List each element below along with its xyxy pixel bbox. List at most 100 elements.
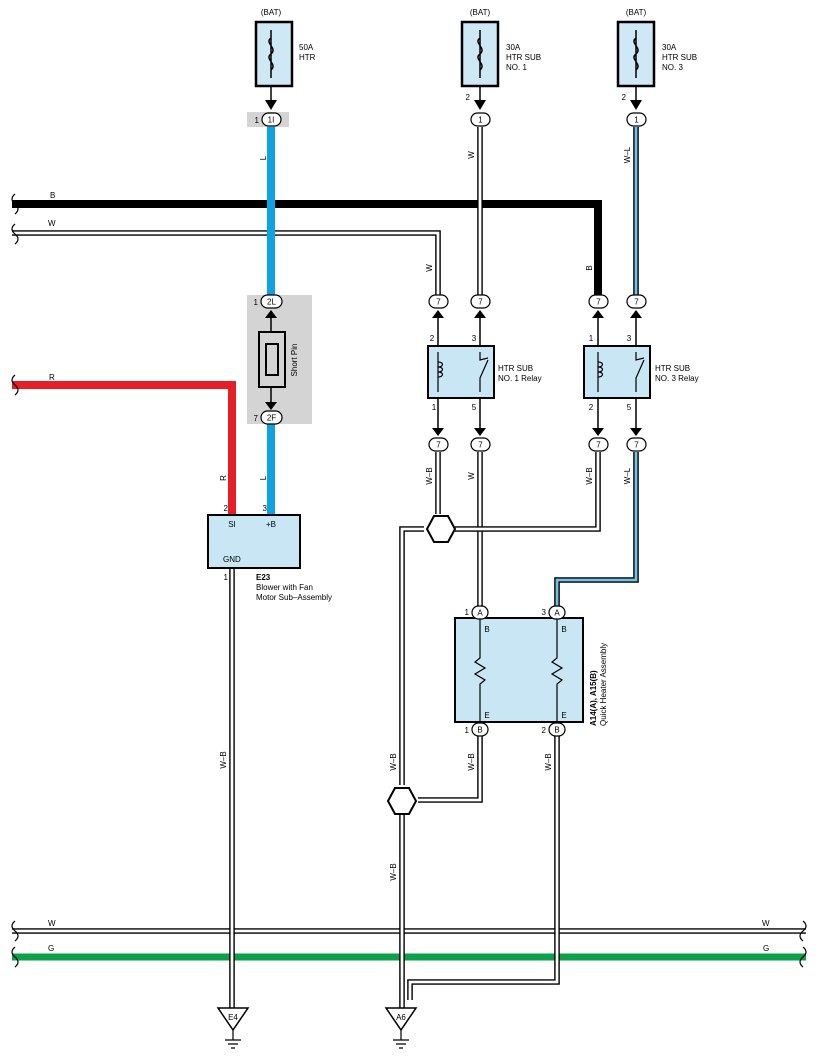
- fuse3-conn: 1: [634, 116, 639, 125]
- svg-text:2: 2: [589, 403, 594, 412]
- ground-a6: A6: [384, 1007, 418, 1049]
- quick-heater-assembly: A A 1 3 B B E E B B 1 2 A14(A), A15(B) Q…: [454, 605, 608, 737]
- svg-text:7: 7: [634, 441, 639, 450]
- fuse-connectors: 1I 1 1 1: [255, 112, 647, 127]
- bus-w-label: W: [48, 219, 56, 228]
- svg-text:1: 1: [589, 334, 594, 343]
- svg-text:7: 7: [596, 298, 601, 307]
- svg-text:7: 7: [596, 441, 601, 450]
- svg-text:7: 7: [436, 298, 441, 307]
- svg-text:B: B: [477, 726, 482, 735]
- svg-text:1: 1: [465, 608, 470, 617]
- blower-term-gnd: GND: [223, 555, 241, 564]
- fuse3-pin: 2: [622, 93, 627, 102]
- ground-e4-code: E4: [228, 1013, 238, 1022]
- relay-input-connectors: 7 7 7 7: [428, 294, 647, 346]
- bottom-w-right-label: W: [762, 919, 770, 928]
- fuse1-source: (BAT): [261, 8, 282, 17]
- blower-code: E23: [256, 573, 271, 582]
- svg-text:7: 7: [634, 298, 639, 307]
- junction2-bot-pin: 7: [254, 414, 259, 423]
- svg-text:E: E: [561, 711, 566, 720]
- fuse2-conn: 1: [478, 116, 483, 125]
- bus-b-wire: [12, 200, 602, 295]
- bottom-w-left-label: W: [48, 919, 56, 928]
- svg-text:W: W: [425, 264, 434, 272]
- wire-relay3-pin5: [554, 452, 639, 606]
- svg-text:L: L: [259, 155, 268, 160]
- bus-r-wire: [12, 381, 236, 514]
- blower-term-si: SI: [228, 520, 236, 529]
- ground-a6-code: A6: [396, 1013, 406, 1022]
- fuse-htr-sub-3: (BAT) 30A HTR SUB NO. 3: [616, 8, 697, 88]
- relay-htr-sub-1: 2 3 1 5 HTR SUB NO. 1 Relay: [427, 334, 542, 412]
- junction2-top-conn: 2L: [267, 298, 276, 307]
- short-pin-label: Short Pin: [290, 344, 299, 377]
- svg-text:2: 2: [430, 334, 435, 343]
- relay3-name-2: NO. 3 Relay: [655, 374, 699, 383]
- wire-heater-b2: [407, 736, 560, 1000]
- wire-left-ground: [399, 526, 424, 785]
- svg-text:W–L: W–L: [623, 467, 632, 484]
- svg-text:W–B: W–B: [467, 753, 476, 770]
- svg-text:B: B: [561, 625, 566, 634]
- wire-heater-b1: [418, 736, 483, 803]
- svg-text:3: 3: [263, 504, 268, 513]
- fuse2-name2: NO. 1: [506, 63, 527, 72]
- relay-htr-sub-3: 1 3 2 5 HTR SUB NO. 3 Relay: [583, 334, 699, 412]
- svg-text:3: 3: [627, 334, 632, 343]
- heater-code: A14(A), A15(B): [589, 670, 598, 726]
- svg-text:W: W: [467, 151, 476, 159]
- wire-relay3-pin2: [455, 452, 601, 532]
- svg-text:B: B: [484, 625, 489, 634]
- svg-text:W: W: [467, 472, 476, 480]
- junction1-pin: 1: [255, 116, 260, 125]
- svg-text:2: 2: [542, 726, 547, 735]
- fuse-outputs: 2 2: [265, 86, 642, 110]
- svg-text:7: 7: [478, 441, 483, 450]
- fuse3-name2: NO. 3: [662, 63, 683, 72]
- blower-term-b: +B: [266, 520, 276, 529]
- svg-text:W–B: W–B: [425, 467, 434, 484]
- svg-text:5: 5: [627, 403, 632, 412]
- bus-r-label: R: [49, 373, 55, 382]
- svg-text:5: 5: [472, 403, 477, 412]
- svg-text:W–B: W–B: [389, 863, 398, 880]
- junction2-top-pin: 1: [254, 298, 259, 307]
- bottom-g-right-label: G: [763, 944, 769, 953]
- fuse2-source: (BAT): [470, 8, 491, 17]
- svg-text:3: 3: [472, 334, 477, 343]
- blower-motor: SI +B GND 2 3 1 E23 Blower with Fan Moto…: [207, 504, 332, 602]
- svg-text:7: 7: [436, 441, 441, 450]
- blower-name-1: Blower with Fan: [256, 583, 313, 592]
- svg-text:W–B: W–B: [544, 753, 553, 770]
- svg-text:1: 1: [432, 403, 437, 412]
- relay1-name-2: NO. 1 Relay: [498, 374, 542, 383]
- bottom-g-left-label: G: [48, 944, 54, 953]
- line-break-marks: [11, 193, 807, 968]
- relay1-name-1: HTR SUB: [498, 364, 533, 373]
- svg-text:A: A: [554, 609, 560, 618]
- splice-upper: [425, 515, 457, 543]
- svg-text:L: L: [259, 475, 268, 480]
- svg-text:W–B: W–B: [389, 753, 398, 770]
- bus-b-label: B: [50, 191, 55, 200]
- fuse3-rating: 30A: [662, 43, 677, 52]
- svg-text:W–B: W–B: [585, 467, 594, 484]
- svg-text:3: 3: [542, 608, 547, 617]
- fuse2-rating: 30A: [506, 43, 521, 52]
- svg-text:1: 1: [465, 726, 470, 735]
- svg-text:A: A: [477, 609, 483, 618]
- junction-2-highlight: [247, 295, 312, 424]
- short-pin-junction: 2L 1 Short Pin 2F 7: [254, 294, 299, 425]
- relay3-name-1: HTR SUB: [655, 364, 690, 373]
- svg-text:R: R: [219, 475, 228, 481]
- bus-w-wire: [12, 230, 441, 295]
- fuse3-source: (BAT): [626, 8, 647, 17]
- svg-text:B: B: [554, 726, 559, 735]
- svg-text:W–B: W–B: [219, 751, 228, 768]
- fuse2-name: HTR SUB: [506, 53, 541, 62]
- fuse-htr-sub-1: (BAT) 30A HTR SUB NO. 1: [460, 8, 541, 88]
- blower-name-2: Motor Sub–Assembly: [256, 593, 332, 602]
- heater-name: Quick Heater Assembly: [599, 643, 608, 726]
